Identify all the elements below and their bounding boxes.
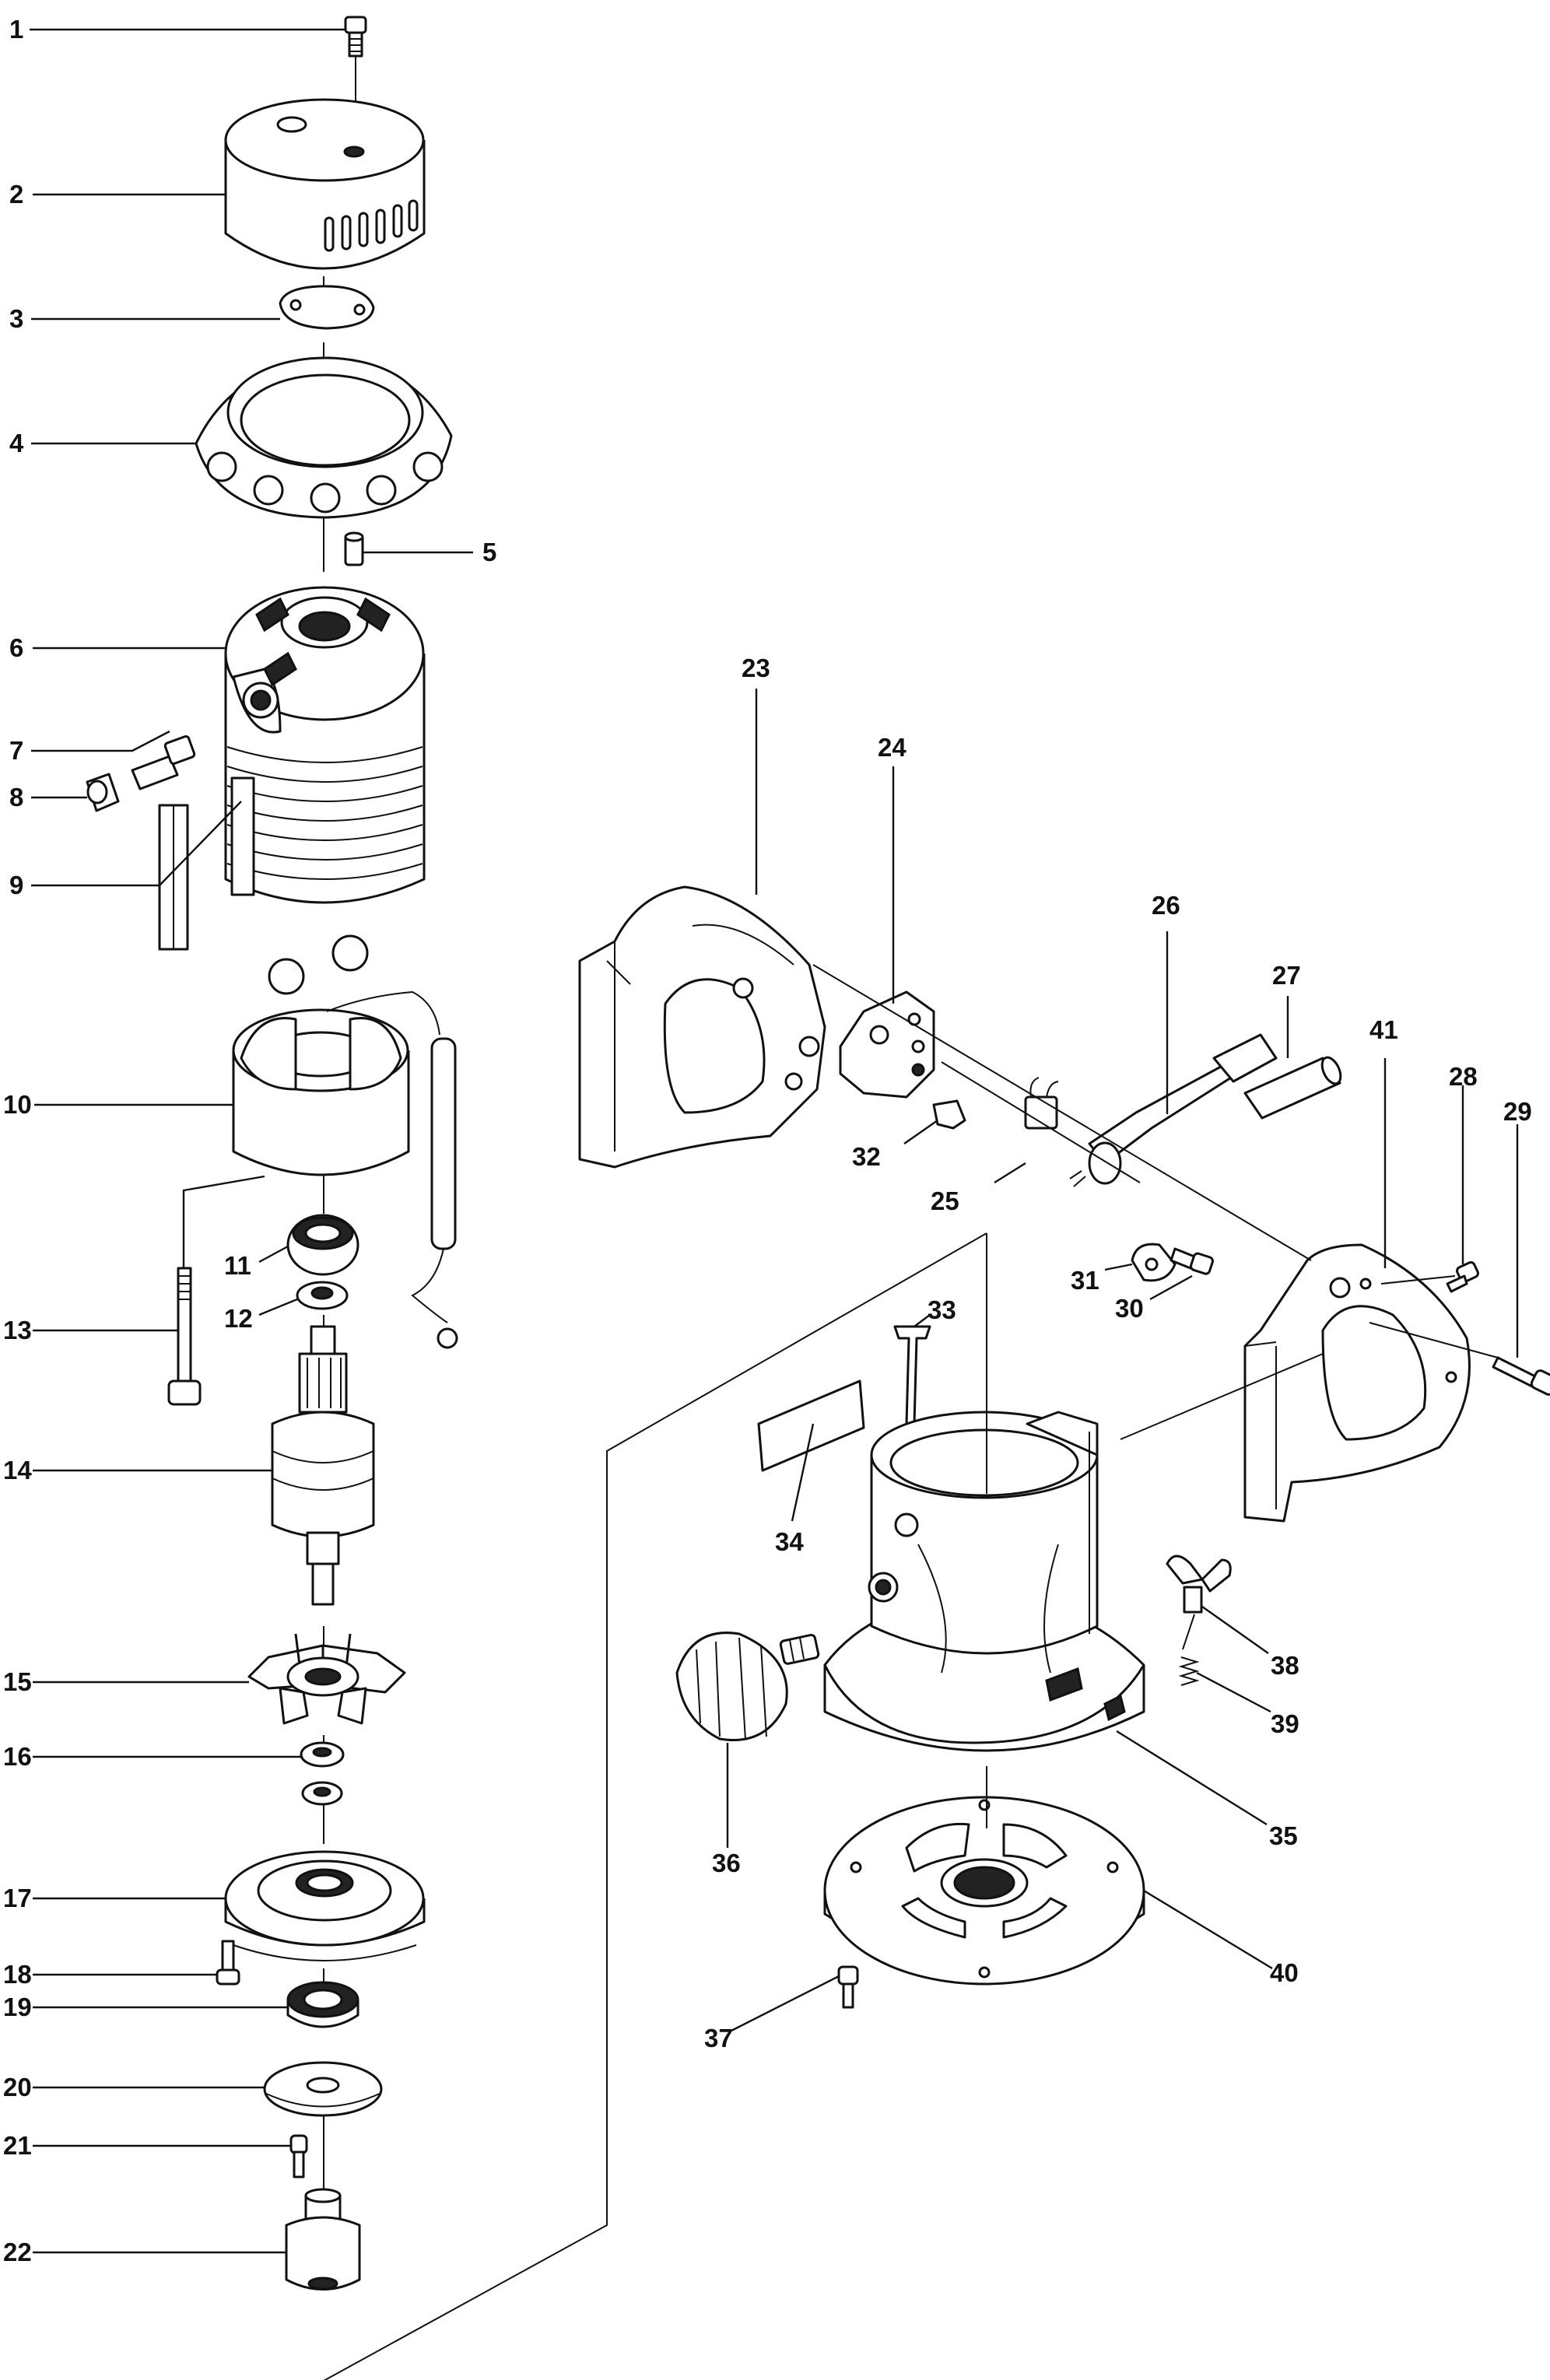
label-part-26: 26 bbox=[1152, 891, 1180, 920]
part-26-cord bbox=[1069, 1033, 1278, 1187]
part-15-fan bbox=[247, 1633, 406, 1725]
part-22-collet bbox=[285, 2188, 361, 2291]
part-11-bearing bbox=[286, 1214, 359, 1276]
part-20-flange bbox=[263, 2061, 383, 2117]
ring-scallops bbox=[206, 451, 444, 514]
label-part-14: 14 bbox=[3, 1456, 32, 1484]
part-35-base bbox=[823, 1411, 1145, 1752]
label-part-38: 38 bbox=[1271, 1651, 1299, 1680]
label-part-17: 17 bbox=[3, 1884, 32, 1912]
part-6-motor-housing bbox=[224, 586, 426, 904]
part-21-screw bbox=[289, 2134, 308, 2178]
label-part-10: 10 bbox=[3, 1090, 32, 1119]
part-37-screw bbox=[837, 1965, 859, 2009]
part-number-labels: 1 2 3 4 5 6 7 8 9 10 11 12 13 14 15 16 1… bbox=[3, 15, 1532, 2266]
label-part-4: 4 bbox=[9, 429, 24, 457]
part-25-block bbox=[1024, 1077, 1059, 1130]
label-part-1: 1 bbox=[9, 15, 23, 44]
part-27-tube bbox=[1243, 1056, 1342, 1120]
part-32-knob bbox=[932, 1099, 966, 1130]
label-part-12: 12 bbox=[224, 1304, 253, 1333]
part-8-nut bbox=[86, 773, 120, 812]
retaining-rings bbox=[268, 934, 369, 995]
motor-assembly bbox=[86, 16, 458, 2291]
vent-slots bbox=[324, 199, 419, 252]
label-part-11: 11 bbox=[224, 1251, 251, 1280]
label-part-8: 8 bbox=[9, 783, 23, 811]
label-part-40: 40 bbox=[1270, 1958, 1299, 1987]
part-5-pin bbox=[344, 531, 364, 566]
part-34-label bbox=[757, 1379, 865, 1472]
part-38-wing-bolt bbox=[1166, 1555, 1232, 1614]
callouts: 1 2 3 4 5 6 7 8 9 10 11 12 13 14 15 16 1… bbox=[3, 15, 1532, 2266]
label-part-28: 28 bbox=[1449, 1062, 1478, 1091]
part-31-clamp bbox=[1131, 1243, 1177, 1282]
label-part-15: 15 bbox=[3, 1667, 32, 1696]
part-16-washers bbox=[300, 1741, 345, 1806]
label-part-5: 5 bbox=[482, 538, 496, 566]
part-12-washer bbox=[296, 1281, 349, 1310]
part-2-top-cap bbox=[224, 98, 426, 270]
part-13-long-screw bbox=[167, 1267, 202, 1406]
base-assembly bbox=[323, 885, 1550, 2380]
part-7-spring bbox=[131, 734, 196, 790]
part-40-base-plate bbox=[823, 1796, 1145, 1986]
part-4-depth-ring bbox=[195, 356, 453, 519]
housing-top-grille bbox=[255, 597, 391, 687]
label-part-22: 22 bbox=[3, 2238, 32, 2266]
label-part-37: 37 bbox=[704, 2024, 733, 2052]
part-39-spring bbox=[1178, 1656, 1200, 1686]
part-24-switch bbox=[839, 990, 935, 1099]
label-part-21: 21 bbox=[3, 2131, 32, 2160]
part-36-knob bbox=[675, 1632, 820, 1741]
part-28-screw bbox=[1446, 1261, 1479, 1293]
label-part-19: 19 bbox=[3, 1993, 32, 2021]
label-part-3: 3 bbox=[9, 304, 23, 333]
label-part-32: 32 bbox=[852, 1142, 881, 1171]
part-23-handle bbox=[578, 885, 826, 1169]
label-part-30: 30 bbox=[1115, 1294, 1144, 1323]
label-part-34: 34 bbox=[775, 1527, 804, 1556]
part-3-plate bbox=[279, 285, 375, 330]
label-part-7: 7 bbox=[9, 736, 23, 765]
label-part-13: 13 bbox=[3, 1316, 32, 1344]
label-part-9: 9 bbox=[9, 871, 23, 899]
part-19-bearing bbox=[286, 1981, 359, 2028]
label-part-6: 6 bbox=[9, 633, 23, 662]
leader-lines bbox=[30, 28, 1519, 2254]
label-part-29: 29 bbox=[1503, 1097, 1532, 1126]
part-17-bracket bbox=[224, 1850, 426, 1961]
part-1-screw bbox=[344, 16, 367, 58]
part-33-clip bbox=[893, 1325, 931, 1425]
part-41-handle bbox=[1243, 1243, 1471, 1523]
part-14-armature bbox=[271, 1325, 375, 1606]
part-9-bar bbox=[158, 804, 189, 951]
label-part-23: 23 bbox=[742, 654, 770, 682]
label-part-33: 33 bbox=[928, 1295, 956, 1324]
label-part-36: 36 bbox=[712, 1849, 741, 1877]
label-part-31: 31 bbox=[1071, 1266, 1099, 1295]
label-part-18: 18 bbox=[3, 1960, 32, 1989]
assembly-lines bbox=[323, 964, 1499, 2380]
label-part-27: 27 bbox=[1272, 961, 1301, 990]
label-part-20: 20 bbox=[3, 2073, 32, 2101]
label-part-35: 35 bbox=[1269, 1821, 1298, 1850]
part-18-screw bbox=[216, 1940, 240, 1986]
part-10-stator bbox=[232, 990, 458, 1349]
label-part-41: 41 bbox=[1369, 1015, 1398, 1044]
label-part-25: 25 bbox=[931, 1186, 959, 1215]
label-part-2: 2 bbox=[9, 180, 23, 209]
label-part-39: 39 bbox=[1271, 1709, 1299, 1738]
label-part-16: 16 bbox=[3, 1742, 32, 1771]
label-part-24: 24 bbox=[878, 733, 907, 762]
part-30-screw bbox=[1170, 1247, 1214, 1275]
part-29-long-screw bbox=[1492, 1356, 1550, 1396]
